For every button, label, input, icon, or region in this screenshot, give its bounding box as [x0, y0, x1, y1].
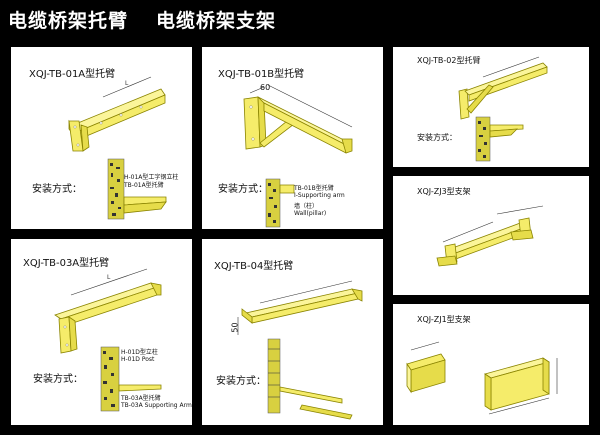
page-title: 电缆桥架托臂 电缆桥架支架 [8, 6, 276, 33]
panel-title: XQJ-TB-01A型托臂 [29, 69, 116, 80]
label-wall-en: Wall(pillar) [294, 210, 327, 217]
label-arm-cn: TB-01B型托臂 [294, 185, 334, 192]
label-arm: TB-03A型托臂 [121, 395, 161, 402]
label-wall-cn: 墙（柱） [294, 203, 319, 210]
title-cable-tray-arm: 电缆桥架托臂 [8, 10, 129, 32]
panel-tb-01a: XQJ-TB-01A型托臂 L 安装方式： H-01A型工字钢立柱 TB-01A… [11, 47, 192, 229]
install-label: 安装方式： [417, 133, 457, 142]
panel-tb-04: XQJ-TB-04型托臂 50 安装方式： [202, 239, 383, 425]
label-post: H-01D型立柱 [121, 349, 158, 356]
install-label: 安装方式： [216, 376, 266, 387]
panel-tb-01b: XQJ-TB-01B型托臂 60 安装方式： TB-01B型托臂 I-Suppo… [202, 47, 383, 229]
title-cable-tray-bracket: 电缆桥架支架 [156, 10, 277, 32]
svg-text:L: L [107, 274, 111, 281]
install-label: 安装方式： [32, 184, 82, 195]
panel-title: XQJ-TB-03A型托臂 [23, 258, 110, 269]
panel-tb-02: XQJ-TB-02型托臂 安装方式： [393, 47, 589, 167]
label-arm: TB-01A型托臂 [124, 182, 164, 189]
panel-title: XQJ-ZJ3型支架 [417, 187, 471, 196]
arm-drawing-tb-01a: L [68, 76, 167, 220]
arm-drawing-tb-02 [458, 56, 548, 162]
label-arm-en: I-Supporting arm [294, 192, 345, 199]
panel-title: XQJ-TB-04型托臂 [214, 261, 294, 272]
dimension-height: 50 [230, 322, 240, 333]
panel-title: XQJ-ZJ1型支架 [417, 315, 471, 324]
svg-text:L: L [125, 80, 129, 87]
dimension-top: 60 [260, 83, 271, 92]
arm-drawing-tb-04 [237, 280, 363, 420]
arm-drawing-tb-03a: L [54, 268, 162, 412]
arm-drawing-tb-01b [243, 84, 353, 228]
label-column: H-01A型工字钢立柱 [124, 174, 179, 181]
panel-zj1: XQJ-ZJ1型支架 [393, 304, 589, 425]
bracket-drawing-zj3 [436, 205, 544, 267]
install-label: 安装方式： [218, 184, 268, 195]
panel-title: XQJ-TB-01B型托臂 [218, 69, 305, 80]
panel-zj3: XQJ-ZJ3型支架 [393, 176, 589, 295]
panel-title: XQJ-TB-02型托臂 [417, 56, 481, 65]
label-arm-en: TB-03A Supporting Arm [121, 402, 192, 409]
panel-tb-03a: XQJ-TB-03A型托臂 L H-01D型立柱 H-01D Post 安装方式… [11, 239, 192, 425]
install-label: 安装方式： [33, 374, 83, 385]
label-post-en: H-01D Post [121, 356, 155, 363]
bracket-drawing-zj1 [406, 341, 558, 415]
